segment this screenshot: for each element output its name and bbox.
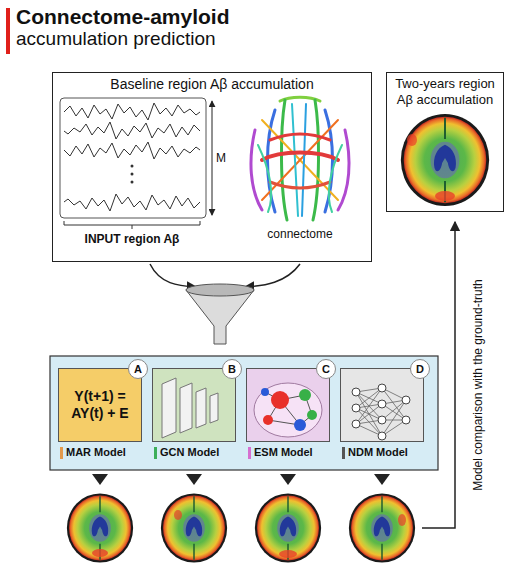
model-face bbox=[340, 368, 424, 442]
circle-letter: D bbox=[416, 364, 424, 375]
model-box: NDM ModelD bbox=[340, 368, 424, 460]
model-label: GCN Model bbox=[160, 446, 219, 458]
model-box: ESM ModelC bbox=[246, 368, 330, 460]
title-bar bbox=[6, 8, 10, 54]
input-signals bbox=[60, 98, 212, 229]
model-box: GCN ModelB bbox=[152, 368, 236, 460]
input-arrows bbox=[150, 264, 300, 287]
model-face: Y(t+1) = AY(t) + E bbox=[58, 368, 142, 442]
model-panel bbox=[50, 356, 438, 470]
model-label: ESM Model bbox=[254, 446, 313, 458]
output-arrows bbox=[92, 474, 390, 485]
model-face bbox=[152, 368, 236, 442]
model-box: Y(t+1) = AY(t) + EMAR ModelA bbox=[58, 368, 142, 460]
letter-circle: B bbox=[222, 359, 242, 379]
title: Connectome-amyloid bbox=[16, 5, 230, 29]
subtitle: accumulation prediction bbox=[16, 31, 316, 47]
model-face bbox=[246, 368, 330, 442]
circle-letter: C bbox=[322, 364, 330, 375]
box-heading: Two-years region Aβ accumulation bbox=[387, 73, 503, 107]
circle-letter: A bbox=[134, 364, 142, 375]
input-label: INPUT region Aβ bbox=[57, 231, 207, 247]
esm-network bbox=[254, 383, 322, 437]
letter-circle: C bbox=[316, 359, 336, 379]
connectome-image bbox=[251, 97, 349, 220]
letter-circle: A bbox=[128, 359, 148, 379]
predicted-brains bbox=[67, 493, 415, 562]
arrow-label: Model comparison with the ground-truth bbox=[470, 255, 486, 515]
panel-box: Two-years region Aβ accumulation bbox=[386, 72, 504, 212]
ndm-network bbox=[352, 384, 410, 440]
circle-letter: B bbox=[228, 364, 236, 375]
model-label: MAR Model bbox=[66, 446, 126, 458]
model-equation: Y(t+1) = AY(t) + E bbox=[63, 388, 137, 423]
model-label: NDM Model bbox=[348, 446, 408, 458]
gcn-layers bbox=[162, 378, 218, 438]
dimension-label: M bbox=[216, 150, 230, 166]
letter-circle: D bbox=[410, 359, 430, 379]
funnel bbox=[186, 284, 254, 344]
box-heading: Baseline region Aβ accumulation bbox=[53, 73, 371, 93]
image-label: connectome bbox=[240, 226, 360, 242]
two-years-brain bbox=[401, 114, 489, 206]
